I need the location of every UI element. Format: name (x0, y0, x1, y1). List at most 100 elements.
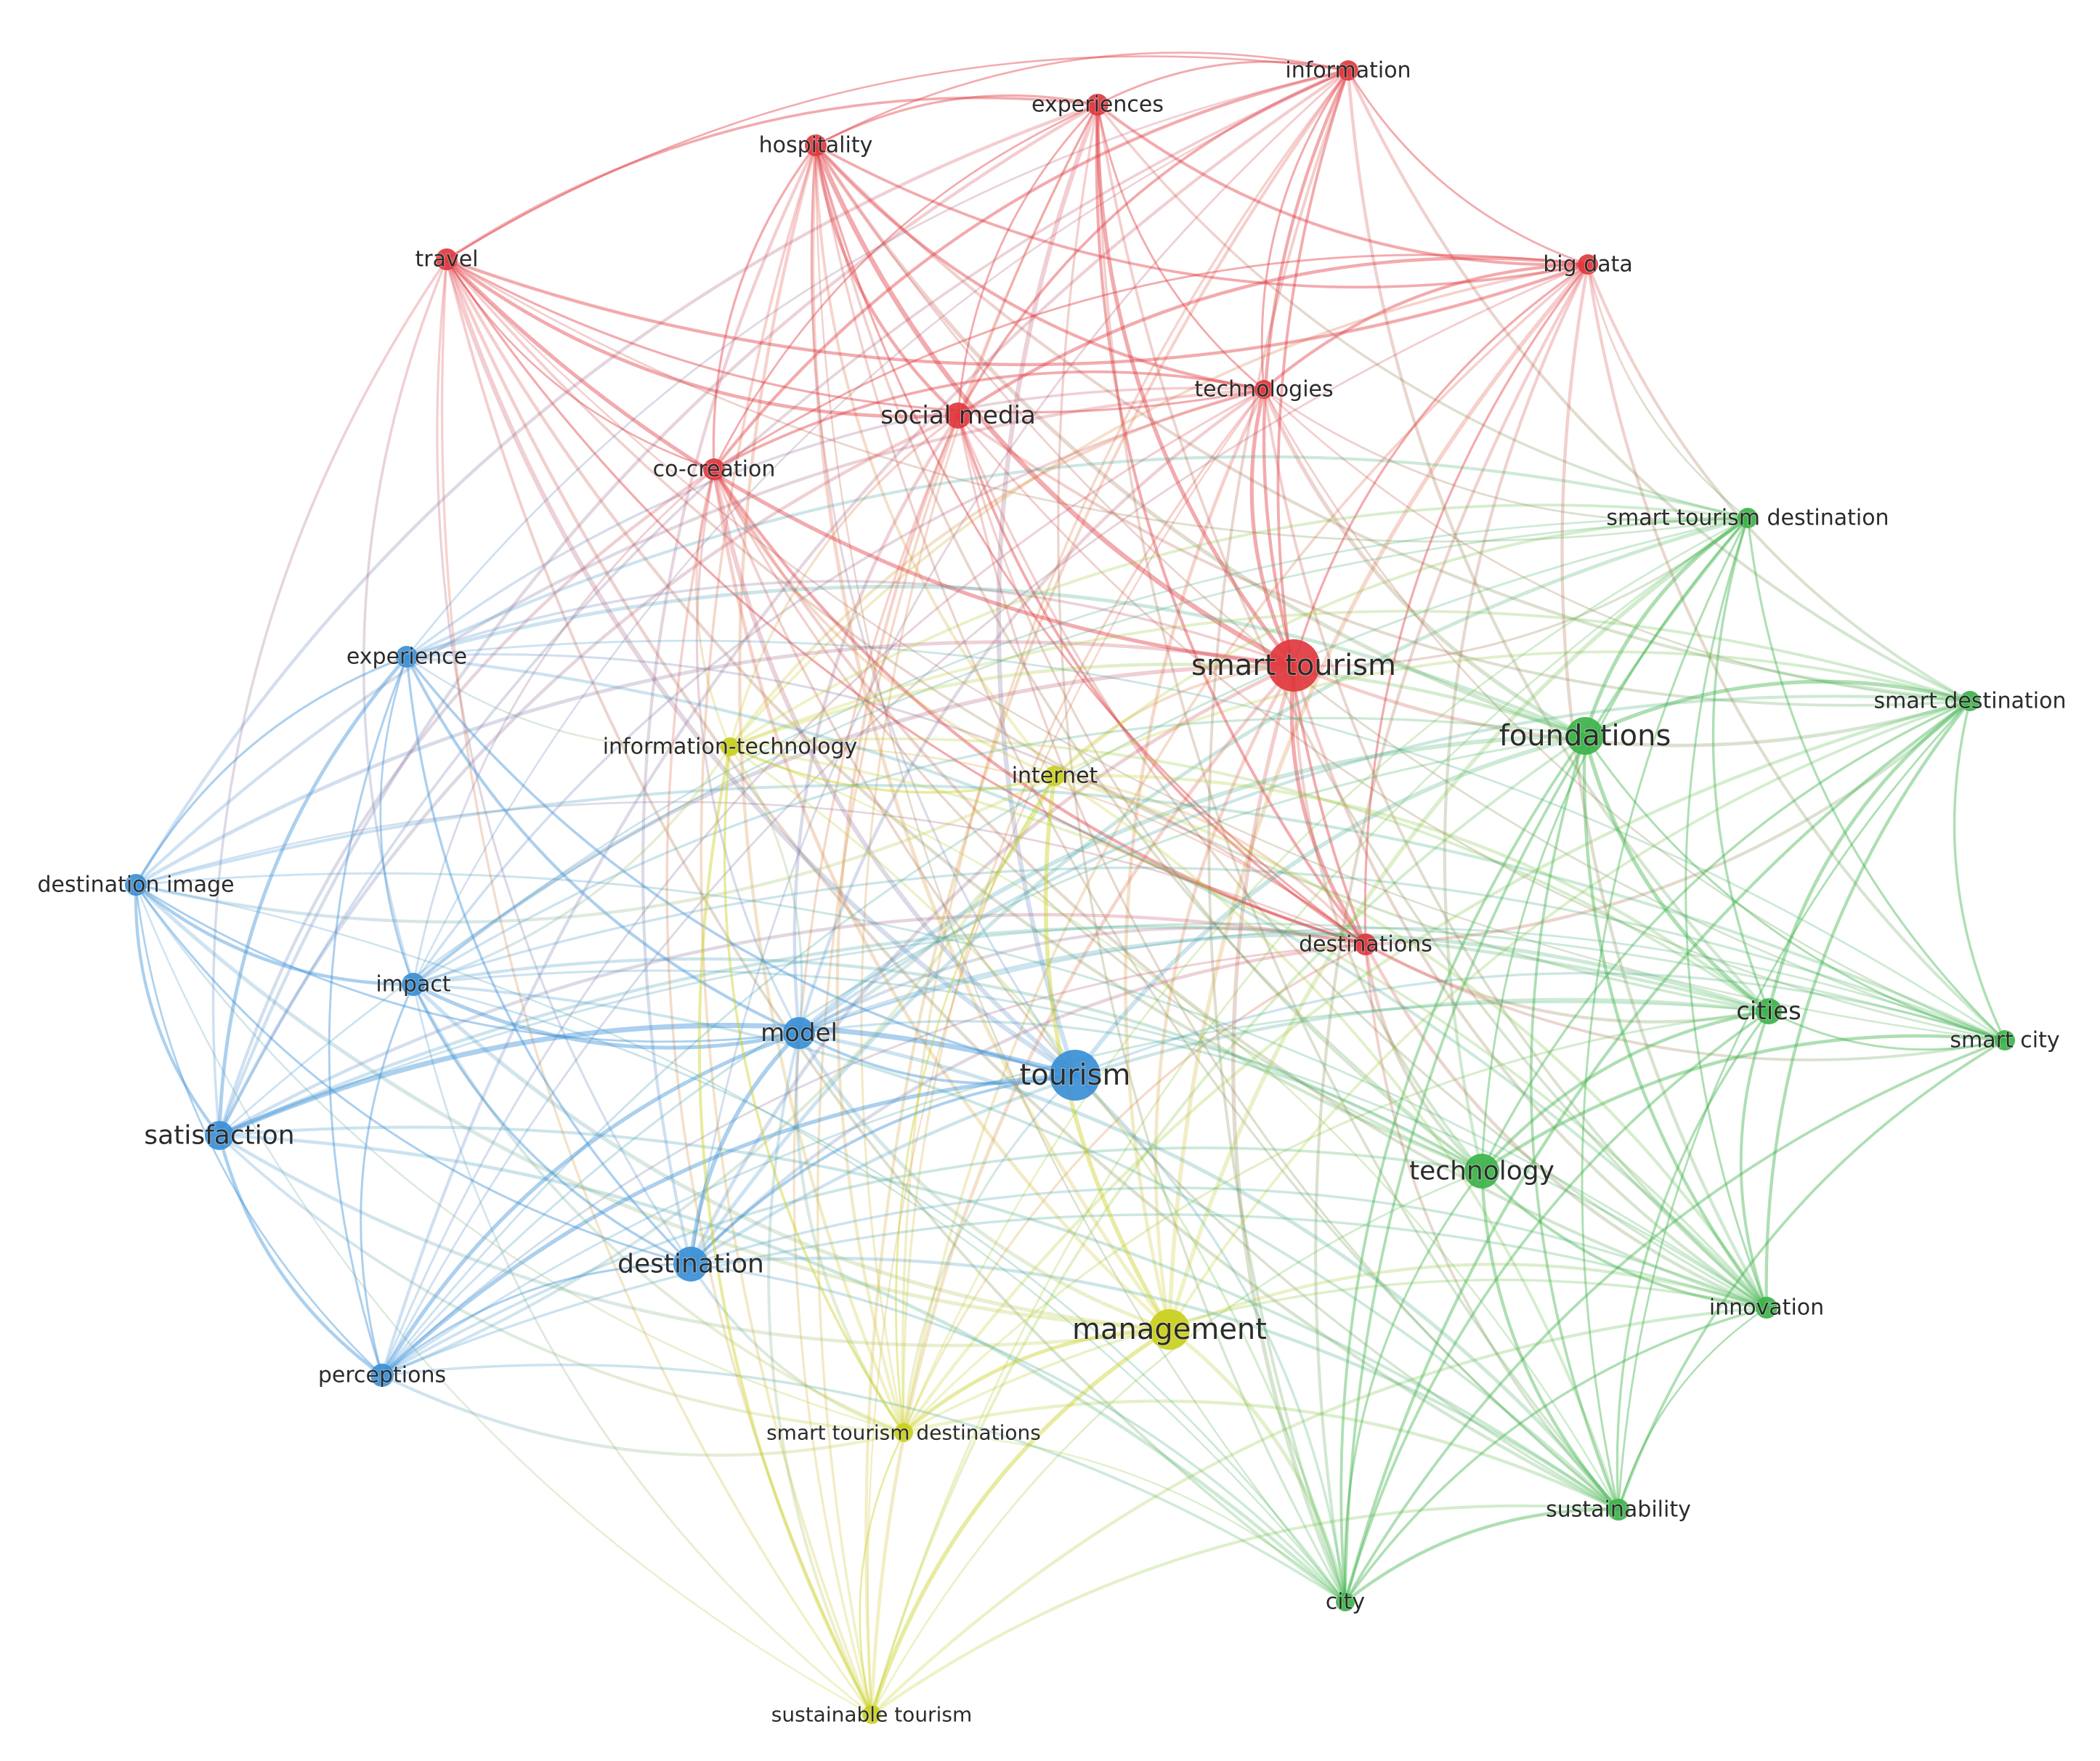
edge-experience--tourism (405, 655, 1077, 1077)
edge-tourism--smart-tourism-destinations (902, 1074, 1077, 1434)
node-information[interactable] (1338, 60, 1358, 81)
edge-innovation--management (1167, 1263, 1769, 1332)
edge-smart-city--satisfaction (218, 922, 2006, 1137)
node-label-internet[interactable]: internet (1011, 763, 1099, 790)
node-label-information-technology[interactable]: information-technology (602, 734, 859, 761)
node-destinations[interactable] (1355, 934, 1377, 955)
edge-experiences--smart-tourism-destination (1096, 103, 1749, 519)
node-smart-tourism[interactable] (1268, 639, 1320, 692)
node-internet[interactable] (1045, 766, 1065, 786)
node-destination-image[interactable] (125, 874, 147, 896)
edge-foundations--information-technology (728, 663, 1587, 749)
node-label-satisfaction[interactable]: satisfaction (143, 1120, 295, 1151)
node-cities[interactable] (1756, 998, 1782, 1024)
node-tourism[interactable] (1050, 1050, 1100, 1101)
node-satisfaction[interactable] (205, 1121, 234, 1150)
node-smart-city[interactable] (1995, 1030, 2015, 1050)
edge-social-media--smart-destination (957, 414, 1971, 707)
node-innovation[interactable] (1756, 1297, 1777, 1319)
edge-destinations--innovation (1363, 942, 1769, 1310)
node-label-information[interactable]: information (1284, 57, 1411, 84)
label-layer: information experiences hospitality travel b… (36, 57, 2067, 1728)
node-smart-destination[interactable] (1960, 691, 1980, 711)
node-label-destination[interactable]: destination (617, 1249, 765, 1280)
node-label-management[interactable]: management (1071, 1312, 1268, 1347)
node-technologies[interactable] (1254, 380, 1273, 399)
edge-cities--destination (689, 997, 1771, 1266)
node-label-cities[interactable]: cities (1735, 996, 1802, 1027)
node-label-technologies[interactable]: technologies (1193, 376, 1334, 403)
edge-destination-image--impact (134, 883, 415, 987)
node-label-destinations[interactable]: destinations (1298, 931, 1433, 958)
node-technology[interactable] (1464, 1154, 1499, 1189)
edge-travel--technology (445, 257, 1484, 1173)
edge-smart-destination--innovation (1764, 699, 1972, 1310)
node-management[interactable] (1149, 1309, 1190, 1350)
node-information-technology[interactable] (721, 737, 739, 756)
node-label-smart-city[interactable]: smart city (1949, 1027, 2060, 1054)
edge-information--co-creation (712, 68, 1350, 471)
edge-experience--model (405, 655, 801, 1035)
node-label-smart-destination[interactable]: smart destination (1873, 688, 2067, 715)
node-label-sustainability[interactable]: sustainability (1545, 1497, 1692, 1523)
node-model[interactable] (783, 1017, 815, 1049)
node-impact[interactable] (402, 973, 425, 996)
node-label-model[interactable]: model (760, 1018, 838, 1048)
edge-satisfaction--smart-tourism-destinations (218, 1134, 905, 1434)
node-travel[interactable] (436, 248, 458, 270)
node-label-co-creation[interactable]: co-creation (652, 456, 777, 483)
node-co-creation[interactable] (703, 458, 725, 480)
edge-sustainability--impact (412, 983, 1620, 1511)
node-smart-tourism-destinations[interactable] (894, 1423, 913, 1442)
node-hospitality[interactable] (805, 134, 827, 156)
node-destination[interactable] (673, 1247, 708, 1282)
edge-cities--satisfaction (217, 925, 1771, 1138)
edge-cities--city (1344, 1010, 1770, 1603)
edge-smart-tourism-destination--technology (1480, 517, 1749, 1173)
edge-big-data--perceptions (381, 263, 1589, 1377)
node-label-sustainable-tourism[interactable]: sustainable tourism (771, 1702, 973, 1728)
edge-destination-image--sustainable-tourism (134, 883, 873, 1716)
node-label-smart-tourism-destination[interactable]: smart tourism destination (1605, 505, 1889, 532)
node-big-data[interactable] (1578, 254, 1598, 275)
node-label-city[interactable]: city (1325, 1589, 1366, 1616)
edge-technologies--sustainable-tourism (867, 388, 1265, 1716)
edge-experience--perceptions (328, 655, 408, 1377)
node-label-social-media[interactable]: social media (880, 400, 1037, 431)
node-smart-tourism-destination[interactable] (1738, 508, 1758, 528)
node-label-experience[interactable]: experience (346, 644, 468, 671)
edge-foundations--city (1339, 734, 1586, 1603)
node-label-perceptions[interactable]: perceptions (317, 1362, 447, 1389)
node-label-innovation[interactable]: innovation (1708, 1295, 1825, 1321)
node-label-destination-image[interactable]: destination image (36, 872, 235, 899)
node-label-impact[interactable]: impact (375, 971, 451, 998)
edge-smart-city--tourism (1074, 971, 2006, 1077)
node-label-experiences[interactable]: experiences (1031, 92, 1164, 118)
edge-travel--impact (362, 258, 448, 986)
node-experiences[interactable] (1087, 94, 1108, 116)
edge-destinations--smart-destination (1363, 699, 1972, 947)
edge-innovation--city (1344, 1306, 1768, 1603)
edge-sustainability--satisfaction (217, 1125, 1621, 1512)
node-sustainability[interactable] (1608, 1499, 1629, 1521)
node-label-tourism[interactable]: tourism (1019, 1058, 1132, 1093)
edge-big-data--smart-city (1586, 262, 2007, 1043)
node-label-smart-tourism-destinations[interactable]: smart tourism destinations (766, 1420, 1042, 1446)
edge-innovation--impact (412, 969, 1768, 1309)
edge-technologies--management (1124, 387, 1266, 1332)
edge-experiences--travel (445, 96, 1099, 261)
node-foundations[interactable] (1566, 717, 1604, 755)
node-perceptions[interactable] (370, 1364, 394, 1387)
node-label-travel[interactable]: travel (414, 246, 479, 273)
edge-city--destination (689, 1263, 1347, 1603)
node-label-smart-tourism[interactable]: smart tourism (1191, 648, 1397, 683)
node-sustainable-tourism[interactable] (862, 1705, 881, 1724)
node-label-big-data[interactable]: big data (1542, 251, 1634, 278)
node-label-foundations[interactable]: foundations (1499, 718, 1672, 753)
node-label-technology[interactable]: technology (1408, 1156, 1555, 1187)
node-social-media[interactable] (945, 402, 971, 429)
node-experience[interactable] (396, 646, 418, 668)
node-city[interactable] (1336, 1592, 1355, 1611)
node-label-hospitality[interactable]: hospitality (758, 132, 874, 159)
edge-smart-destination--technology (1480, 700, 1971, 1173)
